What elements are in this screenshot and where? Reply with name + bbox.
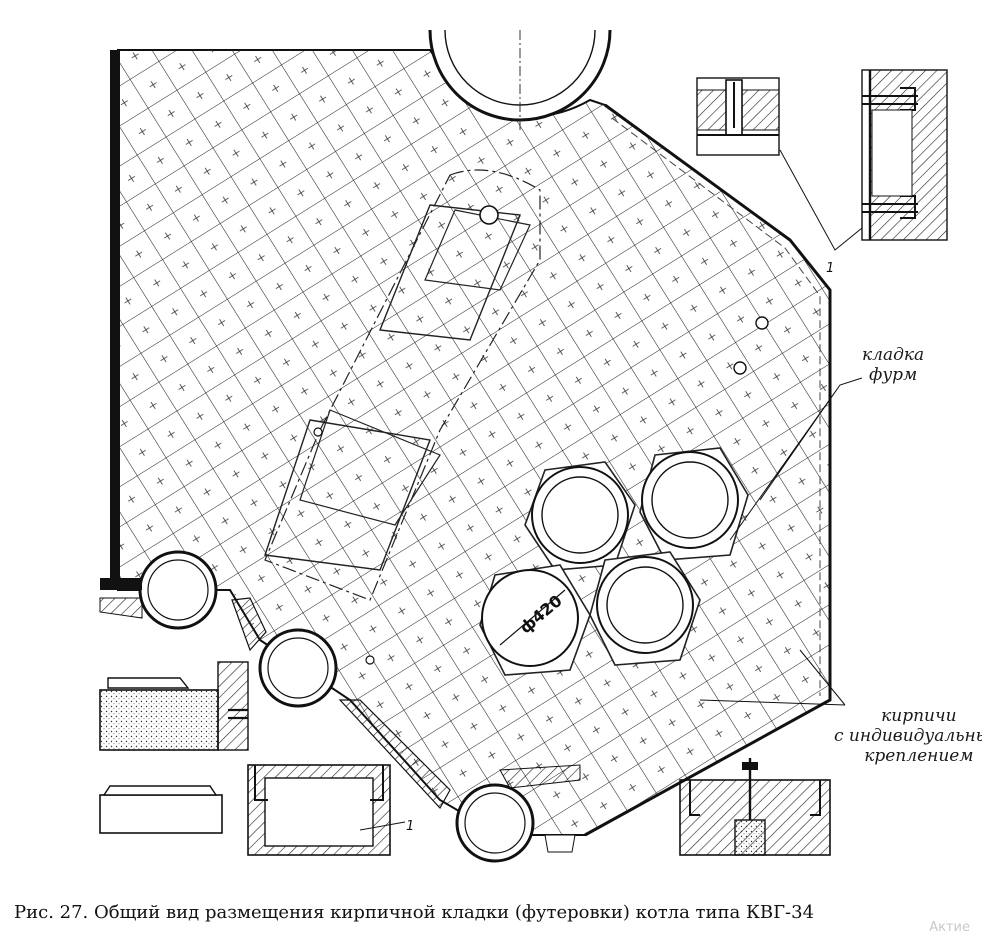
burner-1 bbox=[524, 461, 636, 571]
bricks-label-line3: креплением bbox=[864, 746, 974, 766]
watermark: Актие bbox=[929, 920, 970, 935]
burner-group: ф420 bbox=[479, 447, 749, 676]
bricks-label-line2: с индивидуальным bbox=[834, 726, 982, 746]
burner-4 bbox=[589, 551, 701, 666]
detail-bottom-mid bbox=[247, 764, 406, 856]
furm-masonry-label: кладка фурм bbox=[862, 345, 924, 385]
detail-bottom-left-a bbox=[99, 661, 249, 751]
burner-2 bbox=[639, 447, 749, 561]
detail-top-a bbox=[696, 77, 780, 156]
burner-3 bbox=[479, 564, 591, 676]
furnace-chamber bbox=[264, 169, 769, 665]
detail-top-b bbox=[861, 69, 948, 241]
figure-caption: Рис. 27. Общий вид размещения кирпичной … bbox=[14, 902, 815, 923]
callout-number-bottom: 1 bbox=[406, 819, 414, 834]
furm-label-line1: кладка bbox=[862, 345, 925, 365]
bottom-collector bbox=[338, 699, 581, 863]
detail-bottom-right bbox=[679, 758, 831, 856]
left-collector bbox=[99, 550, 218, 630]
detail-bottom-left-b bbox=[99, 785, 223, 834]
callout-number-top: 1 bbox=[826, 261, 834, 276]
bricks-label-line1: кирпичи bbox=[881, 706, 957, 726]
middle-collector bbox=[231, 597, 338, 708]
furm-label-line2: фурм bbox=[869, 365, 918, 385]
top-drum bbox=[428, 29, 612, 130]
bricks-label: кирпичи с индивидуальным креплением bbox=[834, 706, 982, 766]
boiler-lining-drawing: ф420 1 bbox=[99, 29, 948, 863]
